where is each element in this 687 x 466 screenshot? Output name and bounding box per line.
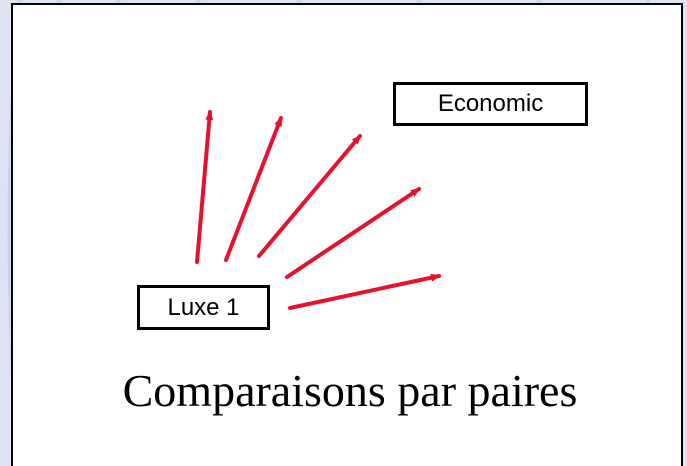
luxe-label-box: Luxe 1: [137, 285, 270, 330]
arrow-1: [195, 110, 214, 264]
arrow-4: [285, 187, 421, 279]
arrow-3: [257, 134, 362, 258]
luxe-label: Luxe 1: [167, 293, 240, 321]
arrow-2: [224, 116, 283, 262]
slide-caption: Comparaisons par paires: [122, 365, 578, 416]
arrow-5: [288, 273, 441, 310]
slide-panel: [11, 3, 683, 466]
economic-label: Economic: [437, 90, 544, 117]
economic-label-box: Economic: [393, 82, 588, 126]
